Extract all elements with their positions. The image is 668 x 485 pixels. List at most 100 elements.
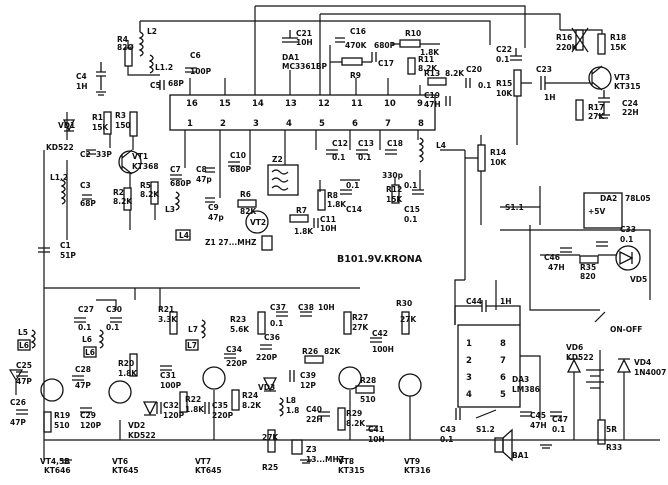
svg-text:470K: 470K — [345, 41, 368, 50]
da3-pin-1: 1 — [466, 339, 472, 349]
svg-text:R24: R24 — [242, 391, 258, 400]
transistor-vt7 — [202, 366, 226, 390]
resistor-r35: R35 820 — [579, 255, 599, 281]
svg-text:KT368: KT368 — [132, 162, 159, 171]
transistor-vt45-part: KT646 — [44, 466, 71, 475]
svg-text:R18: R18 — [610, 33, 626, 42]
capacitor-c11: C11 10Н — [313, 215, 337, 233]
capacitor-c22: C22 0.1 — [496, 45, 522, 64]
potentiometer-r14: R14 10K — [465, 135, 507, 225]
svg-text:1.8K: 1.8K — [327, 200, 347, 209]
svg-text:R14: R14 — [490, 148, 506, 157]
top-wire-1 — [140, 5, 561, 95]
svg-text:1Н: 1Н — [544, 93, 556, 102]
led-vd5: VD5 — [615, 245, 647, 284]
svg-text:C34: C34 — [226, 345, 242, 354]
transistor-vt45 — [40, 378, 64, 402]
capacitor-c31: C31 100P — [160, 365, 182, 390]
capacitor-c12: C12 0.1 — [326, 139, 348, 162]
svg-text:1.8K: 1.8K — [294, 227, 314, 236]
svg-text:C25: C25 — [16, 361, 32, 370]
svg-text:27K: 27K — [262, 433, 279, 442]
svg-text:0.1: 0.1 — [332, 153, 345, 162]
ic-pin-top-10: 10 — [384, 99, 396, 109]
svg-text:C7: C7 — [170, 165, 181, 174]
transistor-vt6 — [108, 380, 132, 404]
capacitor-c14: 0.1 C14 — [340, 181, 362, 214]
capacitor-c42: C42 100Н — [370, 329, 394, 354]
svg-text:82Ø: 82Ø — [117, 43, 134, 52]
capacitor-c19: C19 47Н — [424, 91, 451, 109]
svg-text:47P: 47P — [16, 377, 32, 386]
inductor-l8: L8 1.8 — [278, 396, 299, 417]
capacitor-c27: C27 0.1 — [74, 305, 94, 332]
capacitor-c23: C23 1Н — [536, 65, 590, 102]
svg-text:1.8K: 1.8K — [420, 48, 440, 57]
svg-text:0.1: 0.1 — [270, 319, 283, 328]
capacitor-c39: C39 12P — [289, 370, 316, 390]
capacitor-c29: C29 120P — [80, 407, 102, 430]
svg-text:C11: C11 — [320, 215, 336, 224]
ic-pin-top-14: 14 — [252, 99, 264, 109]
capacitor-c16: C16 — [335, 27, 366, 43]
resistor-r9: 470K R9 — [329, 41, 372, 95]
resistor-r1: R1 15K — [92, 111, 112, 135]
resistor-r4: R4 82Ø — [117, 35, 160, 76]
svg-text:L7: L7 — [188, 325, 198, 334]
svg-text:C41: C41 — [368, 425, 384, 434]
diode-vd2: VD2 KD522 — [128, 401, 158, 440]
svg-text:15K: 15K — [610, 43, 627, 52]
svg-text:KD522: KD522 — [46, 143, 74, 152]
svg-text:47Н: 47Н — [530, 421, 547, 430]
svg-text:R12: R12 — [386, 185, 402, 194]
ic-pin-top-13: 13 — [285, 99, 297, 109]
inductor-l5: L5 L6 — [17, 328, 36, 351]
svg-text:C22: C22 — [496, 45, 512, 54]
capacitor-c3: C3 68P — [80, 181, 96, 208]
resistor-r16: R16 220K — [556, 27, 589, 53]
svg-text:1.8: 1.8 — [286, 406, 299, 415]
capacitor-c38: C38 10Н — [298, 303, 335, 317]
svg-text:330p: 330p — [382, 171, 404, 180]
ic-pin-top-12: 12 — [318, 99, 330, 109]
svg-text:L2: L2 — [147, 27, 157, 36]
svg-text:C27: C27 — [78, 305, 94, 314]
svg-text:KT315: KT315 — [614, 82, 641, 91]
transistor-vt2: VT2 — [245, 210, 269, 234]
ground-markers — [60, 91, 610, 464]
ic-pin-bottom-1: 1 — [187, 119, 193, 129]
svg-text:68Р: 68Р — [168, 79, 184, 88]
capacitor-c40: C40 22Н — [306, 405, 330, 424]
svg-text:C19: C19 — [424, 91, 440, 100]
svg-text:R30: R30 — [396, 299, 412, 308]
svg-text:L1,2: L1,2 — [50, 173, 68, 182]
svg-text:C38: C38 — [298, 303, 314, 312]
svg-text:R27: R27 — [352, 313, 368, 322]
inductor-l4: L4 — [418, 137, 446, 163]
svg-text:BA1: BA1 — [512, 451, 529, 460]
svg-text:L8: L8 — [286, 396, 296, 405]
crystal-z3: Z3 13...MHZ — [291, 439, 345, 464]
svg-text:22Н: 22Н — [622, 108, 639, 117]
svg-text:C31: C31 — [160, 371, 176, 380]
svg-text:R21: R21 — [158, 305, 174, 314]
svg-text:0.1: 0.1 — [358, 153, 371, 162]
svg-text:R13: R13 — [424, 69, 440, 78]
svg-text:R10: R10 — [405, 29, 421, 38]
svg-text:100P: 100P — [160, 381, 182, 390]
resistor-r2: R2 8.2K — [113, 187, 133, 211]
resistor-r24: R24 8.2K — [231, 389, 262, 411]
svg-text:C6: C6 — [190, 51, 201, 60]
wire-network — [43, 112, 660, 460]
svg-text:120P: 120P — [80, 421, 102, 430]
svg-text:R28: R28 — [360, 376, 376, 385]
svg-text:27K: 27K — [588, 112, 605, 121]
svg-text:R35: R35 — [580, 263, 596, 272]
svg-text:8.2K: 8.2K — [242, 401, 262, 410]
resistor-r12: R12 15K — [386, 184, 403, 204]
capacitor-c47: C47 0.1 — [550, 411, 568, 434]
inductor-l2: L2 — [138, 21, 157, 57]
capacitor-c6: C6 100Р — [185, 51, 212, 76]
svg-text:8.2K: 8.2K — [113, 197, 133, 206]
resistor-r23: R23 5.6K — [230, 311, 266, 335]
